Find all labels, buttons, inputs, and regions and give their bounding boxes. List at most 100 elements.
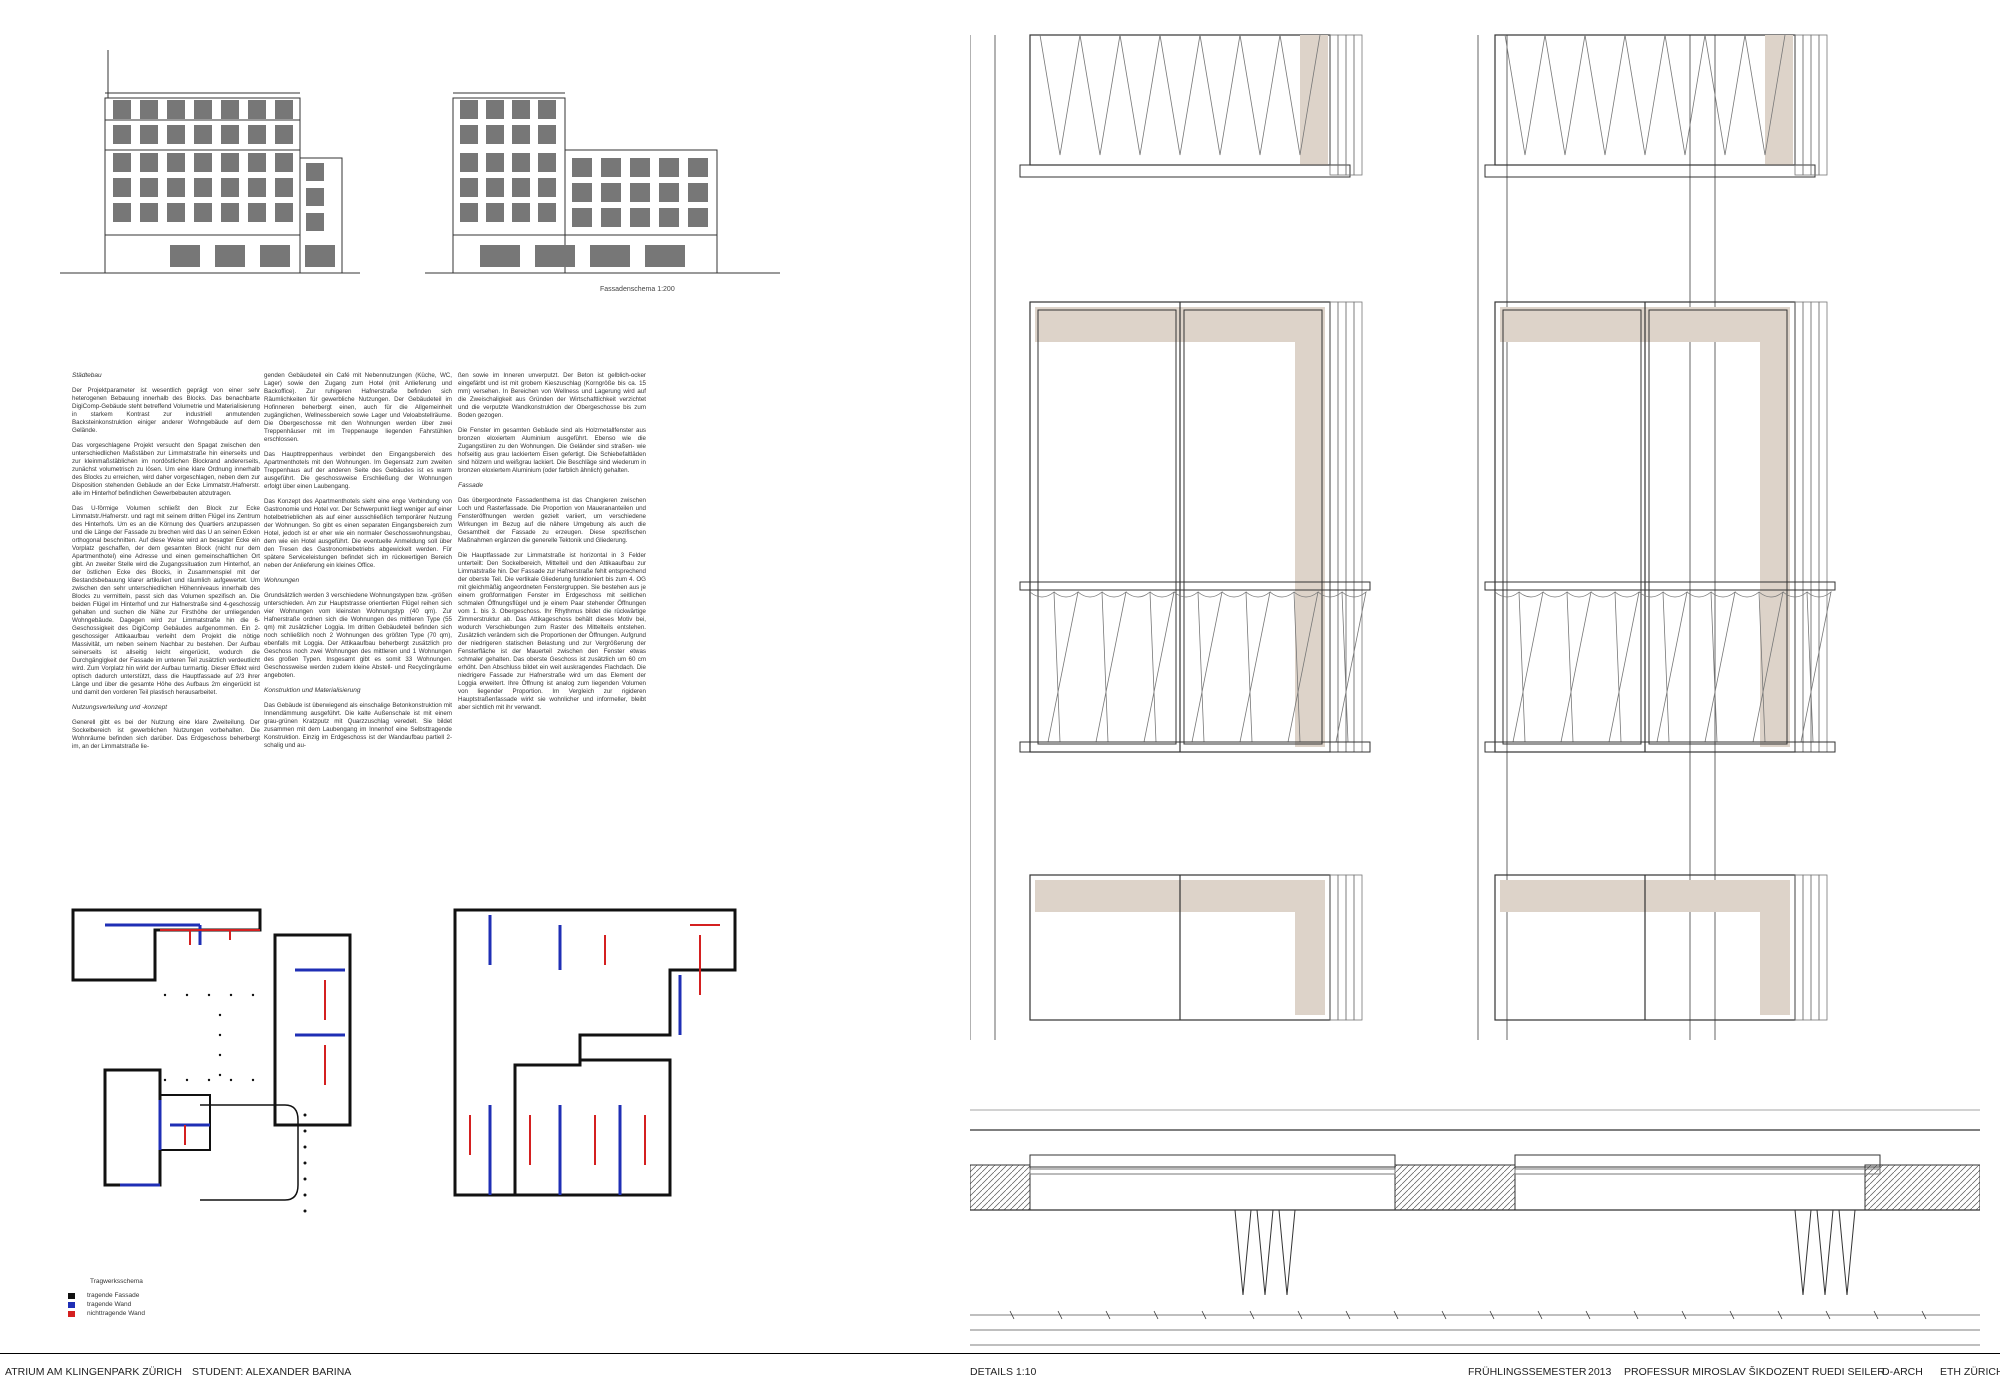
- column-dot: [163, 1078, 167, 1082]
- window: [512, 125, 530, 144]
- legend-item-wall: tragende Wand: [68, 1300, 145, 1309]
- upper-floor-plan: [453, 908, 737, 1197]
- window: [460, 100, 478, 119]
- footer-rule: [0, 1353, 2000, 1354]
- legend-swatch: [68, 1310, 75, 1317]
- window: [167, 125, 185, 144]
- window: [601, 208, 621, 227]
- section-heading: Konstruktion und Materialisierung: [264, 687, 361, 694]
- column-dot: [218, 1073, 222, 1077]
- railing-bar: [1638, 590, 1688, 743]
- jamb-shade: [1295, 307, 1325, 747]
- window: [167, 178, 185, 197]
- paragraph: ßen sowie im Inneren unverputzt. Der Bet…: [458, 372, 646, 419]
- floor-plans-drawing: [71, 908, 737, 1213]
- dimension-tick: [1921, 1310, 1927, 1320]
- window: [140, 125, 158, 144]
- window: [486, 153, 504, 172]
- footer-year: 2013: [1588, 1366, 1612, 1378]
- dimension-tick: [1633, 1310, 1639, 1320]
- window: [601, 183, 621, 202]
- section-heading: Nutzungsverteilung und -konzept: [72, 704, 168, 711]
- ground-floor-partitions: [160, 929, 326, 1145]
- legend-title: Tragwerksschema: [90, 1278, 143, 1285]
- section-heading: Fassade: [458, 482, 483, 489]
- shutter-leaf: [1794, 301, 1804, 753]
- column-dot: [273, 1078, 277, 1082]
- railing-bar: [1542, 590, 1592, 743]
- dimension-tick: [1681, 1310, 1687, 1320]
- footer-school: ETH ZÜRICH: [1940, 1366, 2000, 1378]
- window: [306, 163, 324, 181]
- window: [486, 100, 504, 119]
- column-dot: [207, 993, 211, 997]
- text-column-2: genden Gebäudeteil ein Café mit Nebennut…: [264, 372, 452, 757]
- ground-floor-plan: [71, 908, 352, 1201]
- paragraph: Generell gibt es bei der Nutzung eine kl…: [72, 719, 260, 750]
- window: [221, 203, 239, 222]
- window: [538, 203, 556, 222]
- paragraph: Das Haupttreppenhaus verbindet den Einga…: [264, 451, 452, 490]
- wall-section-hatch: [1864, 1164, 1980, 1211]
- window: [113, 100, 131, 119]
- window: [460, 203, 478, 222]
- window: [601, 158, 621, 177]
- window: [538, 100, 556, 119]
- section-heading: Städtebau: [72, 372, 102, 379]
- window: [248, 100, 266, 119]
- window: [275, 153, 293, 172]
- dimension-tick: [1441, 1310, 1447, 1320]
- window: [460, 178, 478, 197]
- section-heading: Wohnungen: [264, 577, 300, 584]
- footer-semester: FRÜHLINGSSEMESTER: [1468, 1366, 1587, 1378]
- glass-section: [1029, 1168, 1396, 1175]
- window-unit: [1019, 301, 1371, 753]
- window: [275, 100, 293, 119]
- facade-detail-drawing: [970, 34, 1980, 1346]
- folding-shutter-section: [1278, 1209, 1296, 1296]
- railing-bar: [1590, 590, 1640, 743]
- column-dot: [229, 993, 233, 997]
- column-dot: [185, 993, 189, 997]
- column-dot: [273, 993, 277, 997]
- column-dot: [303, 1145, 307, 1149]
- dimension-tick: [1537, 1310, 1543, 1320]
- paragraph: Die Hauptfassade zur Limmatstraße ist ho…: [458, 552, 646, 711]
- window: [140, 203, 158, 222]
- window: [140, 178, 158, 197]
- elevation-limmatstrasse: [60, 50, 360, 274]
- dimension-tick: [1345, 1310, 1351, 1320]
- dimension-tick: [1153, 1310, 1159, 1320]
- window: [306, 188, 324, 206]
- paragraph: genden Gebäudeteil ein Café mit Nebennut…: [264, 372, 452, 443]
- railing-bar: [1029, 590, 1079, 743]
- window: [688, 208, 708, 227]
- footer-lecturer: DOZENT RUEDI SEILER: [1766, 1366, 1885, 1378]
- railing-bar: [1686, 590, 1736, 743]
- railing-bar: [1317, 590, 1367, 743]
- folding-shutter-section: [1234, 1209, 1252, 1296]
- railing-bar: [1269, 590, 1319, 743]
- upper-floor-partitions: [469, 924, 720, 1165]
- window: [630, 208, 650, 227]
- wall-section-hatch: [970, 1164, 1031, 1211]
- window: [572, 183, 592, 202]
- dimension-tick: [1249, 1310, 1255, 1320]
- window: [538, 178, 556, 197]
- dimension-tick: [1489, 1310, 1495, 1320]
- legend-swatch: [68, 1292, 75, 1299]
- dimension-tick: [1393, 1310, 1399, 1320]
- window: [140, 153, 158, 172]
- dimension-tick: [1873, 1310, 1879, 1320]
- elevation-caption: Fassadenschema 1:200: [600, 286, 675, 293]
- window: [221, 153, 239, 172]
- paragraph: Grundsätzlich werden 3 verschiedene Wohn…: [264, 592, 452, 679]
- window: [248, 203, 266, 222]
- jamb-shade: [1760, 307, 1790, 747]
- window: [688, 183, 708, 202]
- window: [688, 158, 708, 177]
- window: [167, 153, 185, 172]
- shutter-leaf: [1353, 301, 1363, 753]
- window: [167, 100, 185, 119]
- window: [194, 125, 212, 144]
